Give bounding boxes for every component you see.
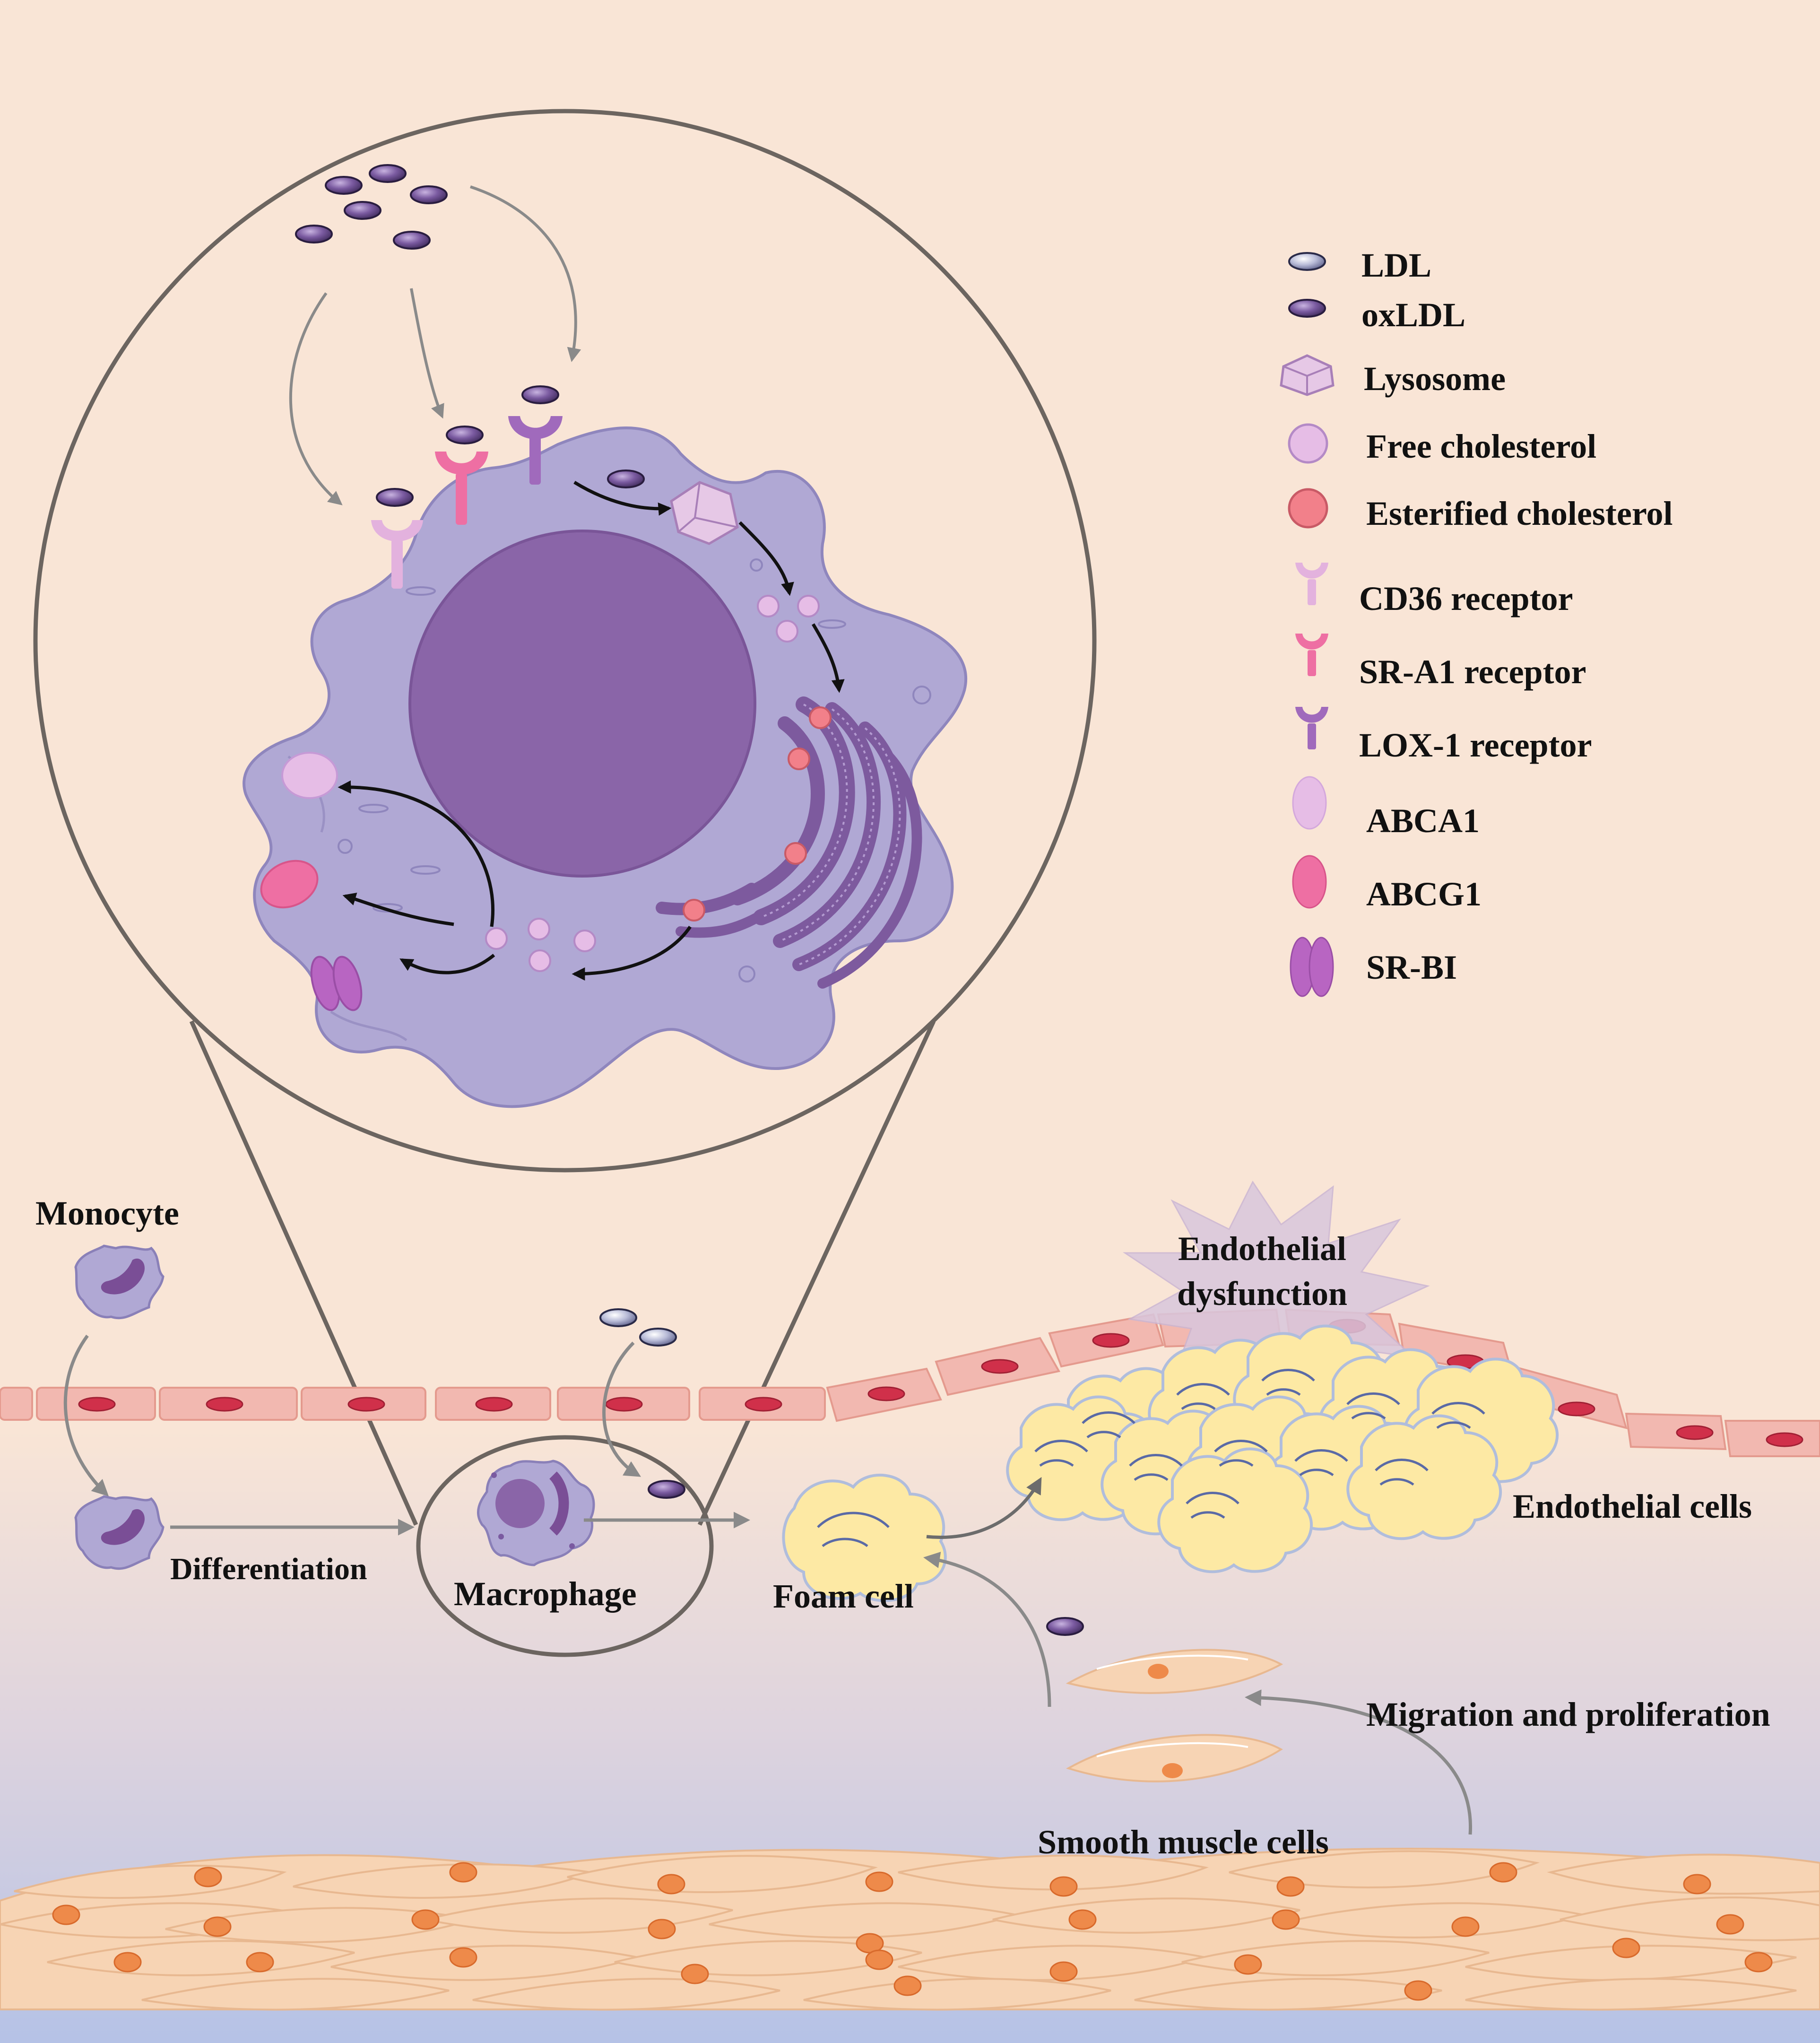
legend-abca1: ABCA1 [1366,802,1480,840]
oxldl-particle [648,1480,685,1499]
trafficking-arrows [338,481,845,981]
migration-arrow [1245,1689,1473,1835]
lox1-legend-icon [1295,707,1328,749]
legend-srbi: SR-BI [1366,948,1457,986]
oxldl-particle-smc [1046,1617,1084,1636]
label-foam-cell: Foam cell [773,1577,914,1615]
label-smooth-muscle: Smooth muscle cells [1038,1823,1329,1861]
plaque-foam-cells [1006,1324,1559,1574]
ldl-particle [639,1328,677,1347]
lox1-receptor [508,416,563,485]
ldl-particle [599,1308,637,1327]
cd36-legend-icon [1295,563,1328,605]
zoom-circle [33,109,1097,1173]
monocyte-top [74,1244,165,1320]
legend-ldl: LDL [1361,246,1431,284]
legend-free-cholesterol: Free cholesterol [1366,427,1596,465]
esterified-cholesterol-dots [683,706,832,922]
legend-cd36: CD36 receptor [1359,580,1573,617]
srbi-transporter [310,956,363,1011]
ldl-oxidation-arrow [602,1341,641,1477]
label-endothelial-cells: Endothelial cells [1513,1487,1752,1525]
macrophage-cell-zoom [243,416,968,1108]
monocyte-arrow [63,1334,109,1496]
smc-to-foam-arrow [923,1552,1051,1707]
esterified-cholesterol-legend-icon [1288,488,1328,529]
ldl-legend-icon [1288,252,1326,271]
migrating-smooth-muscle-cells [1066,1649,1283,1782]
sra1-legend-icon [1295,634,1328,676]
abca1-legend-icon [1292,776,1327,830]
label-monocyte: Monocyte [35,1194,179,1232]
legend: LDL oxLDL Lysosome Free cholesterol Este… [1280,246,1673,997]
macrophage-small [477,1460,595,1566]
foam-to-plaque-arrow [926,1477,1042,1539]
oxldl-legend-icon [1288,299,1326,318]
cd36-receptor [371,520,423,589]
uptake-arrows [289,185,581,505]
label-differentiation: Differentiation [170,1552,367,1586]
monocyte-bottom [74,1495,165,1570]
lysosome-legend-icon [1280,354,1335,396]
abca1-transporter [281,752,338,799]
label-endothelial-dysfunction-1: Endothelial [1178,1230,1346,1268]
label-migration: Migration and proliferation [1366,1695,1770,1733]
legend-sra1: SR-A1 receptor [1359,653,1586,691]
legend-lysosome: Lysosome [1364,360,1506,398]
legend-esterified-cholesterol: Esterified cholesterol [1366,495,1673,532]
oxldl-particles-zoom [295,164,645,507]
free-cholesterol-dots [485,595,820,972]
label-endothelial-dysfunction-2: dysfunction [1177,1275,1347,1313]
abcg1-legend-icon [1292,855,1327,909]
legend-abcg1: ABCG1 [1366,875,1482,913]
smooth-muscle-nuclei [52,1862,1773,2001]
legend-oxldl: oxLDL [1361,296,1465,334]
macrophage-circle [416,1435,714,1657]
label-macrophage: Macrophage [454,1575,637,1613]
free-cholesterol-legend-icon [1288,423,1328,464]
zoom-lines [189,1020,936,1526]
foam-cell [782,1473,947,1602]
sra1-receptor [435,452,488,525]
legend-lox1: LOX-1 receptor [1359,726,1592,764]
nucleus [408,530,756,878]
lysosome-icon [670,481,739,545]
abcg1-transporter [260,860,319,909]
srbi-legend-icon [1290,937,1334,997]
